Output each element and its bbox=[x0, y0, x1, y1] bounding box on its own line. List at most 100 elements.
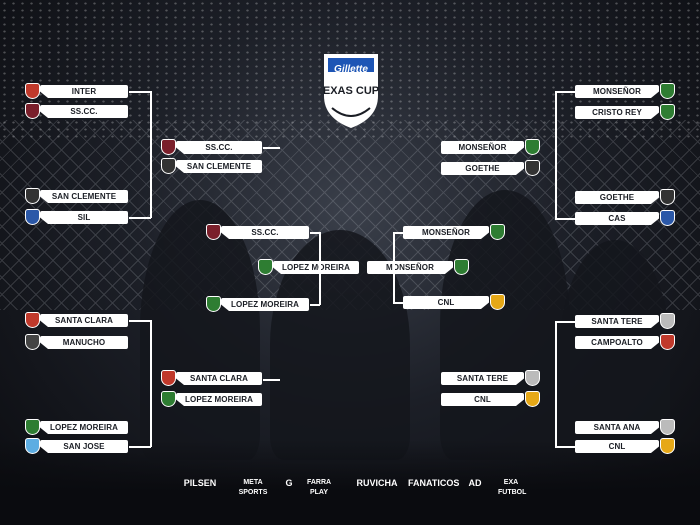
meta-sports-logo-icon: META SPORTS bbox=[238, 479, 268, 496]
sscc-crest-icon bbox=[25, 103, 40, 119]
team-name: SS.CC. bbox=[176, 141, 262, 154]
team-slot-left_round1-7: SAN JOSE bbox=[0, 438, 700, 454]
monsenor-crest-icon bbox=[660, 83, 675, 99]
connector-line bbox=[555, 321, 557, 447]
connector-line bbox=[310, 232, 320, 234]
gatorade-logo-icon: G bbox=[285, 478, 293, 488]
team-name: SS.CC. bbox=[221, 226, 309, 239]
sil-crest-icon bbox=[25, 209, 40, 225]
connector-line bbox=[129, 91, 151, 93]
team-name: SAN CLEMENTE bbox=[176, 160, 262, 173]
san-clemente-crest-icon bbox=[161, 158, 176, 174]
team-slot-final-1: MONSEÑOR bbox=[0, 259, 700, 275]
connector-line bbox=[393, 232, 403, 234]
shield-icon bbox=[324, 54, 378, 128]
team-slot-left_round2-3: LOPEZ MOREIRA bbox=[0, 391, 700, 407]
goethe-crest-icon bbox=[525, 160, 540, 176]
team-slot-right_round1-1: CRISTO REY bbox=[0, 104, 700, 120]
team-name: GOETHE bbox=[441, 162, 524, 175]
team-name: MONSEÑOR bbox=[575, 85, 659, 98]
santa-tere-crest-icon bbox=[660, 313, 675, 329]
connector-line bbox=[263, 379, 280, 381]
team-slot-left_round2-0: SS.CC. bbox=[0, 139, 700, 155]
fanaticos-logo-icon: FANATICOS bbox=[408, 478, 460, 488]
team-slot-right_round2-0: MONSEÑOR bbox=[0, 139, 700, 155]
connector-line bbox=[129, 217, 151, 219]
connector-line bbox=[555, 321, 575, 323]
team-name: CAS bbox=[575, 212, 659, 225]
team-slot-right_round1-4: SANTA TERE bbox=[0, 313, 700, 329]
farra-play-logo-icon: FARRA PLAY bbox=[306, 479, 332, 496]
team-slot-right_round1-7: CNL bbox=[0, 438, 700, 454]
team-name: LOPEZ MOREIRA bbox=[176, 393, 262, 406]
cas-crest-icon bbox=[660, 210, 675, 226]
lopez-moreira-crest-icon bbox=[161, 391, 176, 407]
team-name: LOPEZ MOREIRA bbox=[221, 298, 309, 311]
santa-tere-crest-icon bbox=[525, 370, 540, 386]
team-name: CNL bbox=[441, 393, 524, 406]
inter-crest-icon bbox=[25, 83, 40, 99]
lopez-moreira-crest-icon bbox=[258, 259, 273, 275]
team-name: LOPEZ MOREIRA bbox=[40, 421, 128, 434]
team-slot-left_round1-0: INTER bbox=[0, 83, 700, 99]
team-slot-right_round1-6: SANTA ANA bbox=[0, 419, 700, 435]
team-name: SS.CC. bbox=[40, 105, 128, 118]
connector-line bbox=[310, 304, 320, 306]
ad-logo-icon: AD bbox=[468, 478, 482, 488]
santa-clara-crest-icon bbox=[25, 312, 40, 328]
exa-futbol-logo-icon: EXA FUTBOL bbox=[498, 479, 527, 496]
sscc-crest-icon bbox=[161, 139, 176, 155]
team-slot-right_semi-1: CNL bbox=[0, 294, 700, 310]
connector-line bbox=[150, 320, 152, 447]
team-name: GOETHE bbox=[575, 191, 659, 204]
connector-line bbox=[555, 446, 575, 448]
tournament-logo: Gillette EXAS CUP bbox=[318, 50, 384, 130]
team-name: CNL bbox=[575, 440, 659, 453]
team-name: SIL bbox=[40, 211, 128, 224]
connector-line bbox=[319, 232, 321, 305]
team-slot-right_round1-5: CAMPOALTO bbox=[0, 334, 700, 350]
team-slot-right_round1-0: MONSEÑOR bbox=[0, 83, 700, 99]
team-name: CRISTO REY bbox=[575, 106, 659, 119]
team-name: MANUCHO bbox=[40, 336, 128, 349]
team-slot-left_round1-3: SIL bbox=[0, 209, 700, 225]
cnl-crest-icon bbox=[525, 391, 540, 407]
team-slot-right_semi-0: MONSEÑOR bbox=[0, 224, 700, 240]
team-name: CNL bbox=[403, 296, 489, 309]
ruvicha-logo-icon: RUVICHA bbox=[356, 478, 398, 488]
connector-line bbox=[393, 232, 395, 303]
team-slot-left_round1-2: SAN CLEMENTE bbox=[0, 188, 700, 204]
team-name: SANTA TERE bbox=[575, 315, 659, 328]
goethe-crest-icon bbox=[660, 189, 675, 205]
connector-line bbox=[129, 320, 151, 322]
santa-ana-crest-icon bbox=[660, 419, 675, 435]
team-name: SANTA CLARA bbox=[176, 372, 262, 385]
campoalto-crest-icon bbox=[660, 334, 675, 350]
team-slot-left_round2-1: SAN CLEMENTE bbox=[0, 158, 700, 174]
team-slot-left_semi-1: LOPEZ MOREIRA bbox=[0, 296, 700, 312]
cnl-crest-icon bbox=[660, 438, 675, 454]
monsenor-crest-icon bbox=[525, 139, 540, 155]
manucho-crest-icon bbox=[25, 334, 40, 350]
sscc-crest-icon bbox=[206, 224, 221, 240]
team-slot-left_round1-1: SS.CC. bbox=[0, 103, 700, 119]
team-name: MONSEÑOR bbox=[403, 226, 489, 239]
team-name: MONSEÑOR bbox=[441, 141, 524, 154]
crowd-silhouette bbox=[140, 200, 260, 460]
san-jose-crest-icon bbox=[25, 438, 40, 454]
team-name: SAN JOSE bbox=[40, 440, 128, 453]
team-slot-right_round1-3: CAS bbox=[0, 210, 700, 226]
bottom-fade bbox=[0, 440, 700, 525]
cristo-rey-crest-icon bbox=[660, 104, 675, 120]
team-slot-left_round1-4: SANTA CLARA bbox=[0, 312, 700, 328]
team-slot-final-0: LOPEZ MOREIRA bbox=[0, 259, 700, 275]
team-name: SANTA TERE bbox=[441, 372, 524, 385]
team-name: SANTA ANA bbox=[575, 421, 659, 434]
team-name: SAN CLEMENTE bbox=[40, 190, 128, 203]
connector-line bbox=[129, 446, 151, 448]
team-slot-left_round2-2: SANTA CLARA bbox=[0, 370, 700, 386]
connector-line bbox=[393, 302, 403, 304]
lopez-moreira-crest-icon bbox=[25, 419, 40, 435]
san-clemente-crest-icon bbox=[25, 188, 40, 204]
